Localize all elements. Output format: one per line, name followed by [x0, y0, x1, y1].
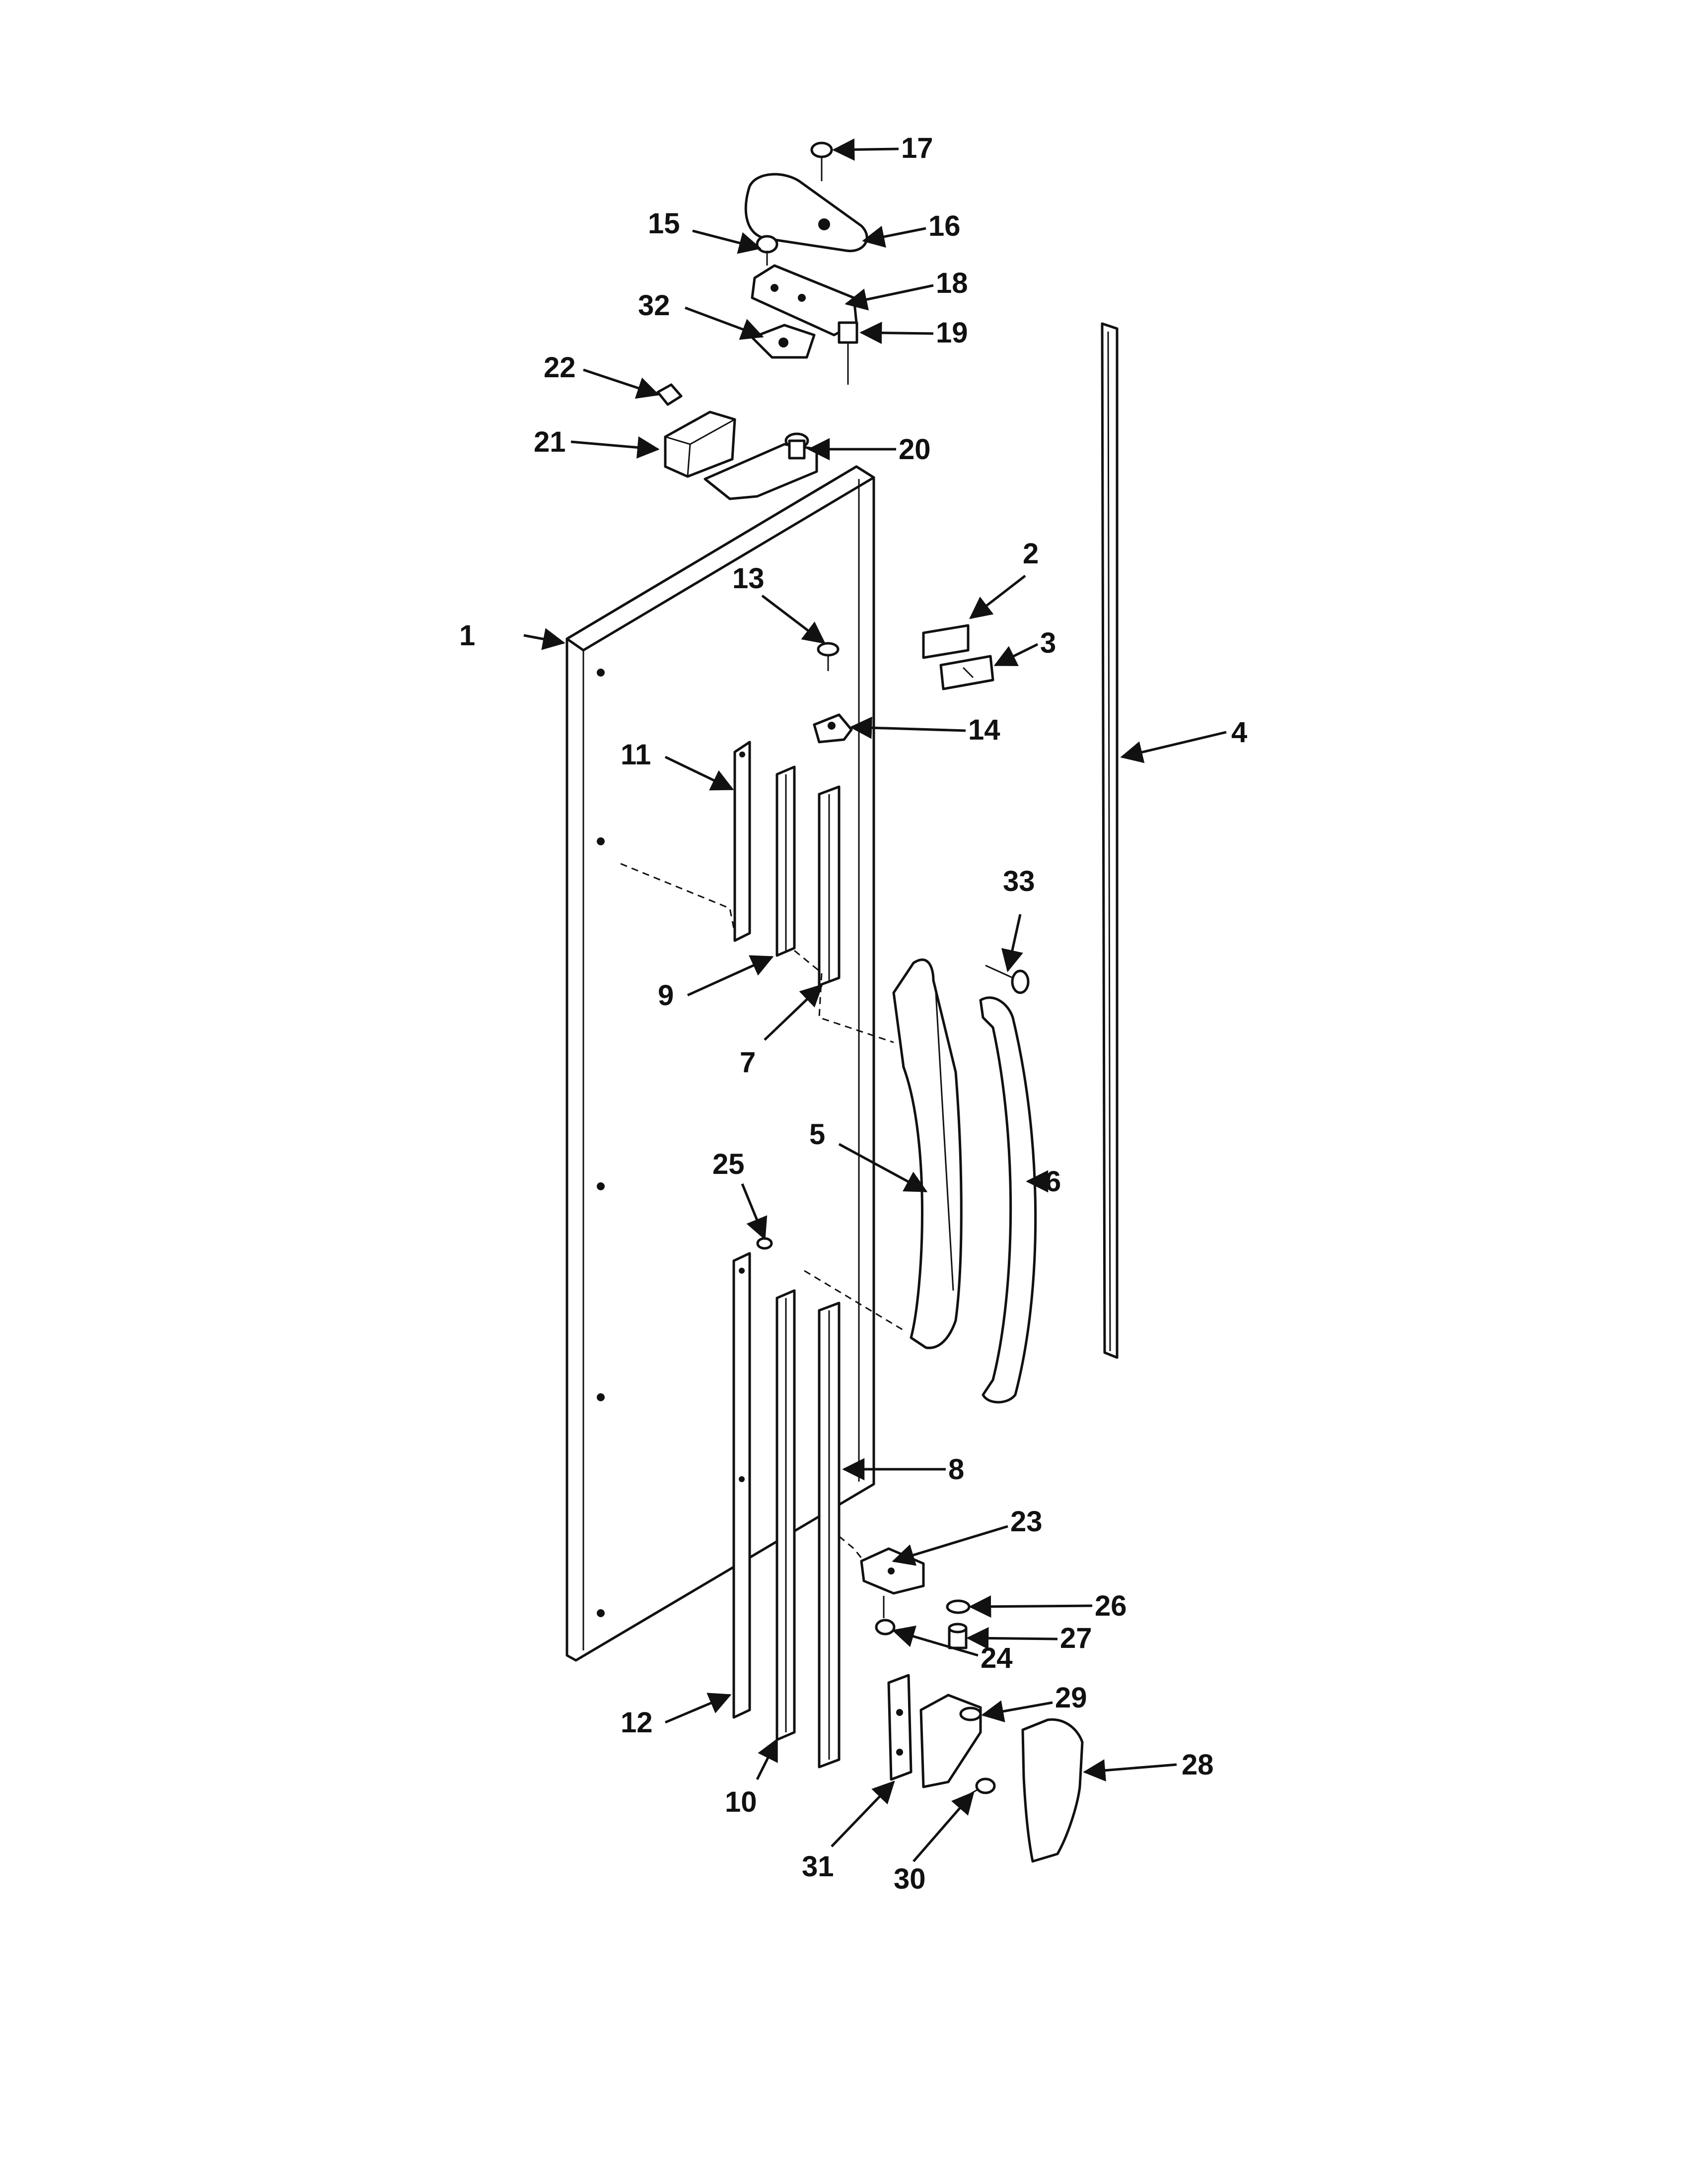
callout-10: 10: [725, 1786, 757, 1818]
rail-8: [818, 1301, 841, 1769]
callout-25: 25: [712, 1148, 745, 1180]
stop-block-14: [813, 713, 853, 744]
callout-28: 28: [1182, 1749, 1214, 1781]
screw-13: [817, 642, 840, 671]
rail-11: [733, 741, 751, 942]
callout-2: 2: [1023, 538, 1039, 570]
hinge-pin: [838, 321, 858, 385]
door-gasket-strip: [1101, 322, 1119, 1359]
hinge-screw-15: [756, 235, 778, 266]
callout-17: 17: [901, 132, 933, 164]
handle-trim-6: [979, 996, 1037, 1404]
door-switch: [664, 410, 736, 478]
screw-25: [756, 1237, 773, 1250]
callout-11: 11: [621, 739, 651, 771]
callout-27: 27: [1060, 1622, 1092, 1654]
callout-24: 24: [981, 1642, 1013, 1674]
bushing-27: [948, 1623, 968, 1649]
handle-5: [892, 958, 963, 1349]
callout-32: 32: [638, 289, 670, 322]
rail-9: [775, 765, 796, 957]
hinge-bracket-29: [919, 1694, 982, 1788]
callout-30: 30: [894, 1863, 926, 1895]
hinge-cover-28: [1021, 1718, 1084, 1863]
screw-30: [960, 1777, 996, 1800]
callout-9: 9: [658, 979, 674, 1012]
callout-14: 14: [968, 714, 1000, 746]
callout-13: 13: [732, 562, 765, 595]
screw-24: [875, 1596, 896, 1636]
callout-16: 16: [928, 210, 961, 242]
callout-12: 12: [621, 1706, 653, 1739]
callout-29: 29: [1055, 1682, 1087, 1714]
callout-4: 4: [1231, 716, 1247, 749]
door-panel: [565, 465, 875, 1662]
clip-22: [656, 383, 683, 406]
callout-6: 6: [1045, 1165, 1061, 1198]
callout-3: 3: [1040, 627, 1056, 659]
rail-7: [818, 785, 841, 987]
trim-lens-3: [939, 655, 994, 690]
callout-1: 1: [459, 619, 475, 652]
trim-piece-2: [922, 624, 970, 659]
plate-31: [887, 1674, 913, 1781]
callout-21: 21: [534, 426, 566, 458]
callout-5: 5: [809, 1118, 825, 1151]
callout-15: 15: [648, 207, 680, 240]
callout-18: 18: [936, 267, 968, 299]
hinge-screw-top: [810, 141, 833, 181]
callout-20: 20: [899, 433, 931, 466]
callout-7: 7: [740, 1046, 756, 1079]
callout-8: 8: [948, 1453, 964, 1486]
rail-12: [732, 1252, 751, 1719]
callout-31: 31: [802, 1850, 834, 1883]
washer-26: [946, 1599, 971, 1614]
callout-19: 19: [936, 317, 968, 349]
callout-26: 26: [1095, 1590, 1127, 1622]
callout-23: 23: [1010, 1505, 1043, 1538]
hinge-shim: [751, 324, 816, 359]
callout-33: 33: [1003, 865, 1035, 897]
callout-22: 22: [544, 351, 576, 384]
rail-10: [775, 1289, 796, 1741]
